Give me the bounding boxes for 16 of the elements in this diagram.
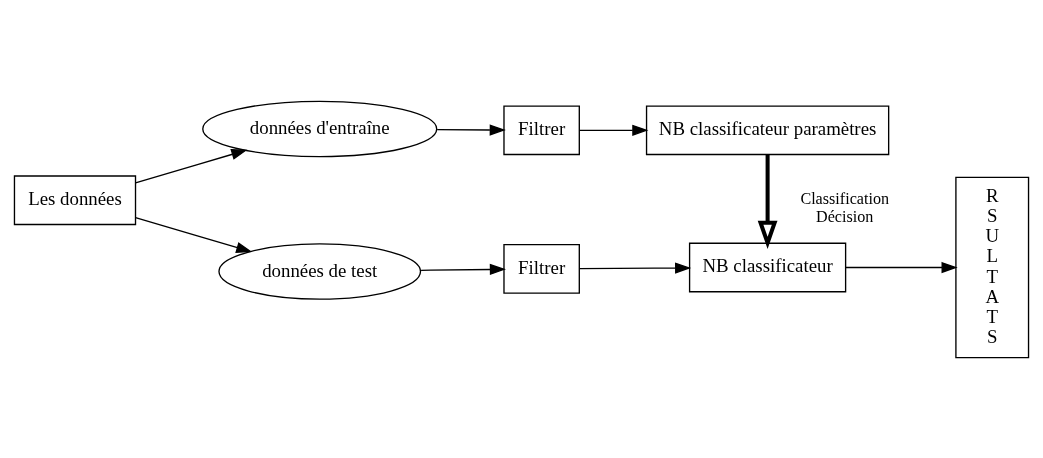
node-box: Filtrer (503, 243, 580, 294)
node-box: Les données (13, 174, 137, 225)
arrow (757, 154, 778, 249)
arrow (436, 123, 506, 136)
node-ellipse: données d'entraîne (202, 100, 438, 157)
arrow (420, 263, 506, 275)
node-box: Filtrer (503, 104, 580, 155)
arrow (578, 261, 692, 274)
arrow (134, 216, 253, 253)
arrow (578, 124, 649, 136)
arrow (845, 261, 958, 273)
node-box: NB classificateur (688, 242, 847, 292)
node-box: R S U L T A T S (955, 176, 1030, 358)
arrow (134, 148, 248, 183)
edge-label: Classification Décision (800, 189, 890, 225)
node-box: NB classificateur paramètres (645, 104, 890, 155)
